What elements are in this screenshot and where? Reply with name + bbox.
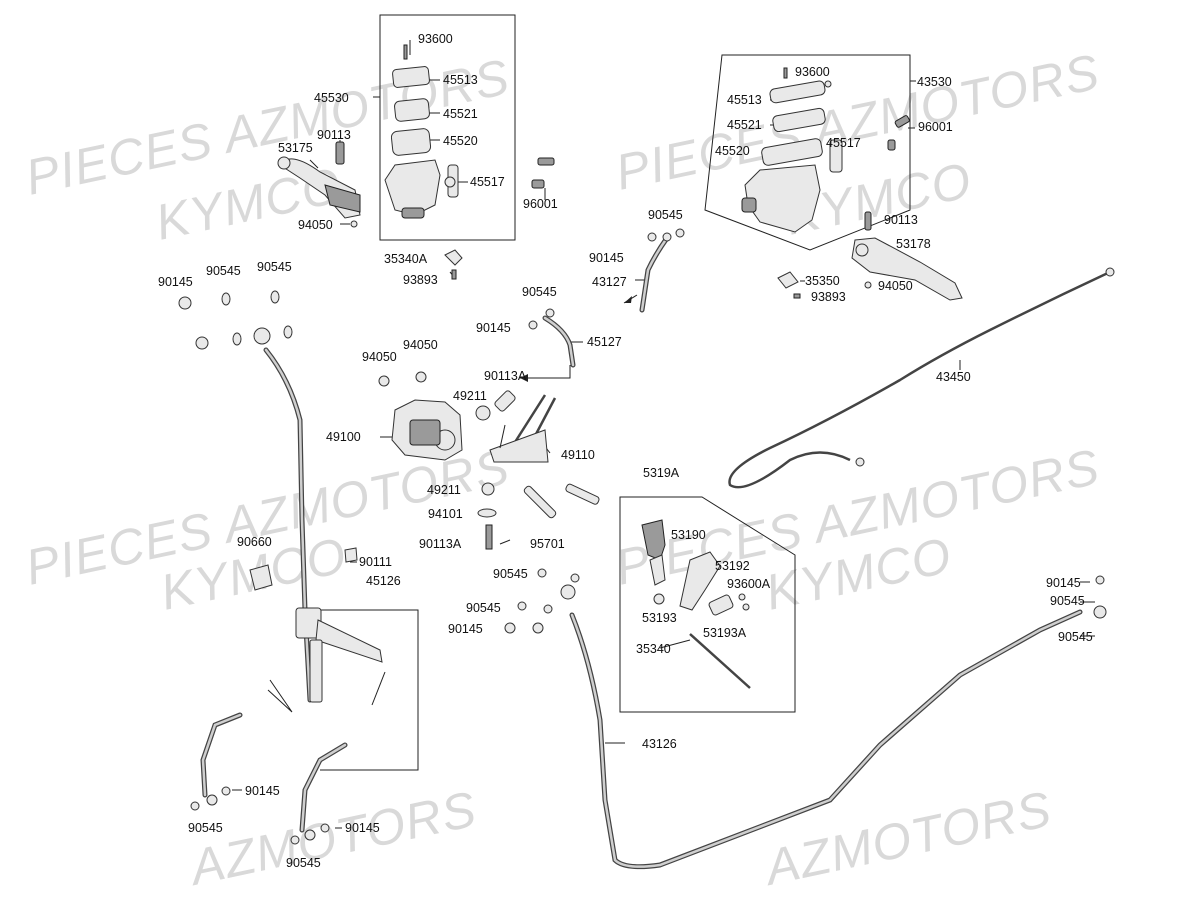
hose-left-long <box>178 290 383 703</box>
part-label: 90545 <box>522 285 557 299</box>
part-label: 53175 <box>278 141 313 155</box>
part-label: 93600 <box>418 32 453 46</box>
part-label: 43450 <box>936 370 971 384</box>
hose-45127 <box>520 308 576 382</box>
part-label: 96001 <box>918 120 953 134</box>
part-label: 93600A <box>727 577 771 591</box>
part-label: 49110 <box>561 448 595 462</box>
part-label: 45513 <box>727 93 762 107</box>
watermark-text: AZMOTORS <box>758 781 1057 897</box>
part-label: 45520 <box>443 134 478 148</box>
abs-module <box>378 371 600 550</box>
part-label: 93893 <box>403 273 438 287</box>
part-label: 45517 <box>470 175 505 189</box>
cable-43450 <box>728 267 1115 489</box>
part-label: 5319A <box>643 466 680 480</box>
part-label: 90545 <box>206 264 241 278</box>
hose-43126 <box>504 568 1107 870</box>
part-label: 45521 <box>727 118 762 132</box>
part-label: 94050 <box>403 338 438 352</box>
part-label: 45521 <box>443 107 478 121</box>
part-label: 53190 <box>671 528 706 542</box>
part-label: 45530 <box>314 91 349 105</box>
hose-45126 <box>190 671 386 845</box>
frame-45126 <box>320 609 419 771</box>
frame-45530 <box>379 14 516 241</box>
part-label: 90145 <box>1046 576 1081 590</box>
part-label: 53192 <box>715 559 750 573</box>
part-label: 90145 <box>589 251 624 265</box>
part-label: 53193 <box>642 611 677 625</box>
part-label: 93893 <box>811 290 846 304</box>
part-label: 94050 <box>298 218 333 232</box>
part-label: 35340 <box>636 642 671 656</box>
part-label: 45513 <box>443 73 478 87</box>
part-label: 90145 <box>245 784 280 798</box>
part-label: 45520 <box>715 144 750 158</box>
part-label: 90545 <box>648 208 683 222</box>
part-label: 49100 <box>326 430 361 444</box>
part-label: 45127 <box>587 335 622 349</box>
part-label: 45517 <box>826 136 861 150</box>
part-label: 90545 <box>188 821 223 835</box>
part-label: 95701 <box>530 537 565 551</box>
part-label: 53193A <box>703 626 747 640</box>
part-label: 90660 <box>237 535 272 549</box>
part-label: 90145 <box>476 321 511 335</box>
part-label: 90145 <box>345 821 380 835</box>
part-label: 90111 <box>359 555 392 569</box>
part-label: 90113A <box>419 537 462 551</box>
part-label: 90545 <box>1050 594 1085 608</box>
part-label: 35340A <box>384 252 428 266</box>
part-label: 90545 <box>257 260 292 274</box>
frame-5319A <box>619 496 796 713</box>
part-label: 90545 <box>466 601 501 615</box>
part-label: 90113A <box>484 369 527 383</box>
master-cylinder-right <box>741 67 963 301</box>
part-label: 43127 <box>592 275 627 289</box>
part-label: 90545 <box>1058 630 1093 644</box>
part-label: 90545 <box>286 856 321 870</box>
frames <box>320 14 911 771</box>
part-label: 49211 <box>453 389 487 403</box>
part-label: 53178 <box>896 237 931 251</box>
part-label: 93600 <box>795 65 830 79</box>
part-label: 90145 <box>158 275 193 289</box>
part-label: 96001 <box>523 197 558 211</box>
part-label: 35350 <box>805 274 840 288</box>
master-cylinder-left <box>277 44 555 280</box>
part-label: 90113 <box>884 213 918 227</box>
part-label: 45126 <box>366 574 401 588</box>
part-label: 94050 <box>878 279 913 293</box>
switch-5319A <box>641 519 751 689</box>
part-labels: 93600 45513 45530 45521 90113 45520 5317… <box>158 32 1093 870</box>
part-label: 43126 <box>642 737 677 751</box>
part-label: 94101 <box>428 507 463 521</box>
watermark-text: AZMOTORS <box>183 781 482 897</box>
part-label: 90145 <box>448 622 483 636</box>
frame-43530 <box>704 54 911 251</box>
part-label: 43530 <box>917 75 952 89</box>
part-label: 90545 <box>493 567 528 581</box>
parts <box>178 44 1115 870</box>
watermarks: PIECES AZMOTORS KYMCO PIECES AZMOTORS KY… <box>21 44 1105 897</box>
part-label: 94050 <box>362 350 397 364</box>
part-label: 49211 <box>427 483 461 497</box>
part-label: 90113 <box>317 128 351 142</box>
hose-43127 <box>623 228 685 313</box>
